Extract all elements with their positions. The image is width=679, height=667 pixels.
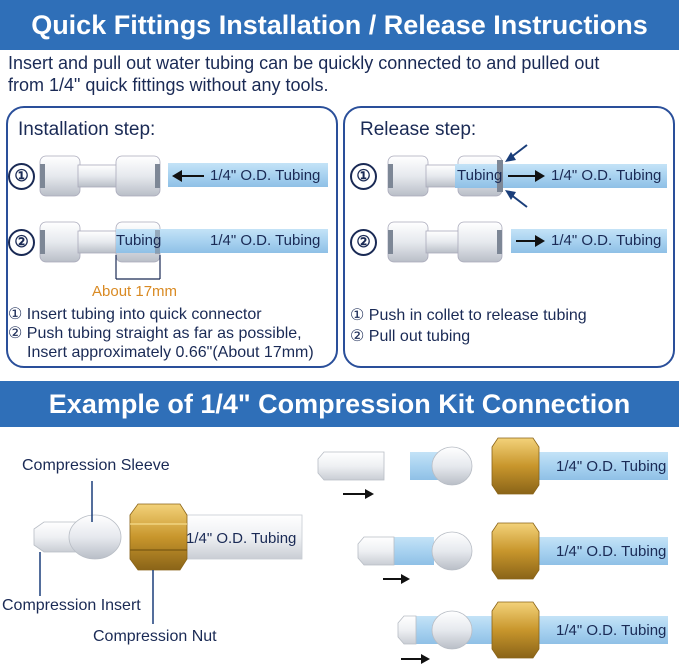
release-tubing-label-1: 1/4" O.D. Tubing [551, 167, 662, 184]
release-step-number-2: ② [350, 229, 377, 256]
compression-step-1 [317, 437, 668, 499]
compression-title: Example of 1/4" Compression Kit Connecti… [0, 381, 679, 427]
release-title: Release step: [360, 119, 477, 140]
page-title: Quick Fittings Installation / Release In… [0, 0, 679, 50]
compression-step-3 [397, 601, 668, 664]
intro-line-1: Insert and pull out water tubing can be … [8, 53, 600, 73]
release-step-1-text: ① Push in collet to release tubing [350, 307, 587, 324]
install-step-2-text-line2: Insert approximately 0.66"(About 17mm) [27, 344, 314, 361]
install-step-number-1: ① [8, 163, 35, 190]
compression-step-2-tubing-label: 1/4" O.D. Tubing [556, 543, 667, 560]
install-measure-label: About 17mm [92, 283, 178, 300]
install-tubing-label-1: 1/4" O.D. Tubing [210, 167, 321, 184]
release-step-2-text: ② Pull out tubing [350, 328, 471, 345]
install-arrow-1 [172, 170, 204, 182]
release-step-number-1: ① [350, 163, 377, 190]
compression-nut-label: Compression Nut [93, 628, 217, 645]
compression-sleeve-label: Compression Sleeve [22, 457, 170, 474]
installation-title: Installation step: [18, 119, 156, 140]
compression-step-2 [357, 522, 668, 584]
install-fitting-2 [39, 221, 328, 263]
install-tubing-label-2: 1/4" O.D. Tubing [210, 232, 321, 249]
compression-main-assembly [33, 503, 303, 571]
release-tubing-label-2: 1/4" O.D. Tubing [551, 232, 662, 249]
compression-insert-label: Compression Insert [2, 597, 141, 614]
release-arrow-2 [516, 235, 545, 247]
compression-leader-lines [39, 481, 154, 624]
release-fitting-2 [387, 221, 667, 263]
install-tubing-word: Tubing [116, 232, 162, 249]
compression-main-tubing-label: 1/4" O.D. Tubing [186, 530, 297, 547]
release-collet-arrows [505, 144, 528, 208]
intro-text: Insert and pull out water tubing can be … [8, 52, 673, 96]
install-step-2-text-line1: ② Push tubing straight as far as possibl… [8, 325, 302, 342]
release-tubing-word: Tubing [457, 167, 503, 184]
release-fitting-1 [387, 155, 667, 197]
compression-step-1-tubing-label: 1/4" O.D. Tubing [556, 458, 667, 475]
intro-line-2: from 1/4" quick fittings without any too… [8, 75, 329, 95]
compression-step-3-tubing-label: 1/4" O.D. Tubing [556, 622, 667, 639]
install-measure-bracket [115, 255, 161, 280]
release-arrow-1 [508, 170, 545, 182]
install-step-1-text: ① Insert tubing into quick connector [8, 306, 262, 323]
install-step-number-2: ② [8, 229, 35, 256]
